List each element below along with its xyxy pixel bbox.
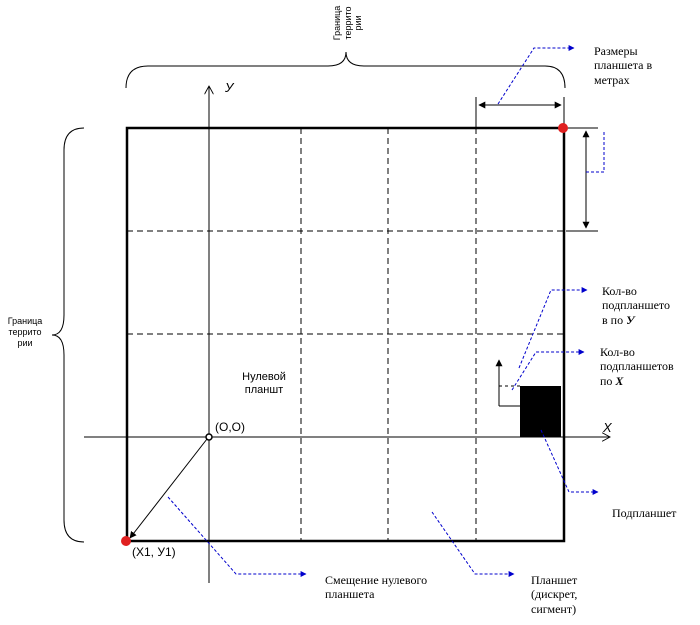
tablet-annotation: Планшет (дискрет, сигмент) bbox=[531, 573, 577, 616]
count-y-annotation: Кол-во подпланшето в по У bbox=[602, 284, 670, 327]
subtablet-block bbox=[520, 386, 561, 437]
territory-boundary bbox=[125, 126, 566, 543]
pointer-subtablet bbox=[540, 429, 599, 495]
count-y-line1: Кол-во bbox=[602, 284, 637, 298]
subtablet-annotation: Подпланшет bbox=[612, 506, 677, 520]
tablet-size-line2: планшета в bbox=[594, 58, 653, 73]
x-axis-label: X bbox=[603, 420, 612, 435]
count-x-line1: Кол-во bbox=[600, 345, 635, 359]
count-x-axis: X bbox=[615, 373, 624, 388]
zero-tablet-label: Нулевой планшт bbox=[234, 371, 294, 397]
left-territory-label: Граница террито рии bbox=[2, 316, 48, 348]
pointer-tablet-height bbox=[586, 130, 605, 173]
tablet-size-line3: метрах bbox=[594, 72, 630, 87]
corner-point-label: (X1, У1) bbox=[132, 545, 176, 559]
pointer-offset bbox=[167, 496, 307, 577]
tablet-corner-marker bbox=[558, 123, 568, 133]
offset-line1: Смещение нулевого bbox=[325, 573, 428, 587]
tablet-size-line1: Размеры bbox=[594, 44, 638, 58]
top-territory-brace bbox=[125, 51, 566, 89]
pointer-count-x bbox=[511, 349, 585, 391]
left-territory-label-line1: Граница bbox=[7, 316, 43, 326]
zero-tablet-label-line2: планшт bbox=[244, 384, 284, 397]
top-territory-label-line2: террито bbox=[342, 6, 353, 40]
tablet-grid bbox=[127, 128, 564, 541]
count-y-line3: в по У bbox=[602, 313, 670, 327]
offset-line2: планшета bbox=[325, 587, 375, 602]
left-territory-label-line3: рии bbox=[17, 337, 33, 348]
pointer-tablet-size bbox=[497, 45, 575, 105]
count-x-line2: подпланшетов bbox=[600, 359, 674, 374]
left-territory-brace bbox=[51, 127, 85, 543]
left-territory-label-line2: террито bbox=[8, 326, 42, 337]
tablet-size-annotation: Размеры планшета в метрах bbox=[594, 44, 652, 87]
tablet-line2: (дискрет, bbox=[531, 587, 578, 602]
count-x-line3: по X bbox=[600, 374, 674, 388]
count-x-prefix: по bbox=[600, 373, 616, 388]
tablet-line1: Планшет bbox=[531, 573, 578, 587]
top-territory-label: Граница террито рии bbox=[328, 0, 368, 47]
count-y-prefix: в по bbox=[602, 312, 627, 327]
count-x-annotation: Кол-во подпланшетов по X bbox=[600, 345, 674, 388]
tablet-line3: сигмент) bbox=[531, 601, 577, 616]
count-y-axis: У bbox=[626, 312, 635, 327]
pointer-tablet bbox=[431, 511, 515, 577]
origin-label: (O,O) bbox=[215, 420, 245, 434]
top-territory-label-line1: Граница bbox=[331, 5, 342, 41]
offset-vector bbox=[129, 438, 208, 539]
offset-annotation: Смещение нулевого планшета bbox=[325, 573, 427, 602]
top-territory-label-line3: рии bbox=[353, 15, 364, 31]
pointer-count-y bbox=[518, 287, 588, 369]
origin-point bbox=[205, 433, 213, 441]
zero-tablet-label-line1: Нулевой bbox=[242, 371, 286, 383]
count-y-line2: подпланшето bbox=[602, 298, 670, 313]
y-axis-label: У bbox=[225, 80, 234, 95]
corner-point-marker bbox=[121, 536, 131, 546]
